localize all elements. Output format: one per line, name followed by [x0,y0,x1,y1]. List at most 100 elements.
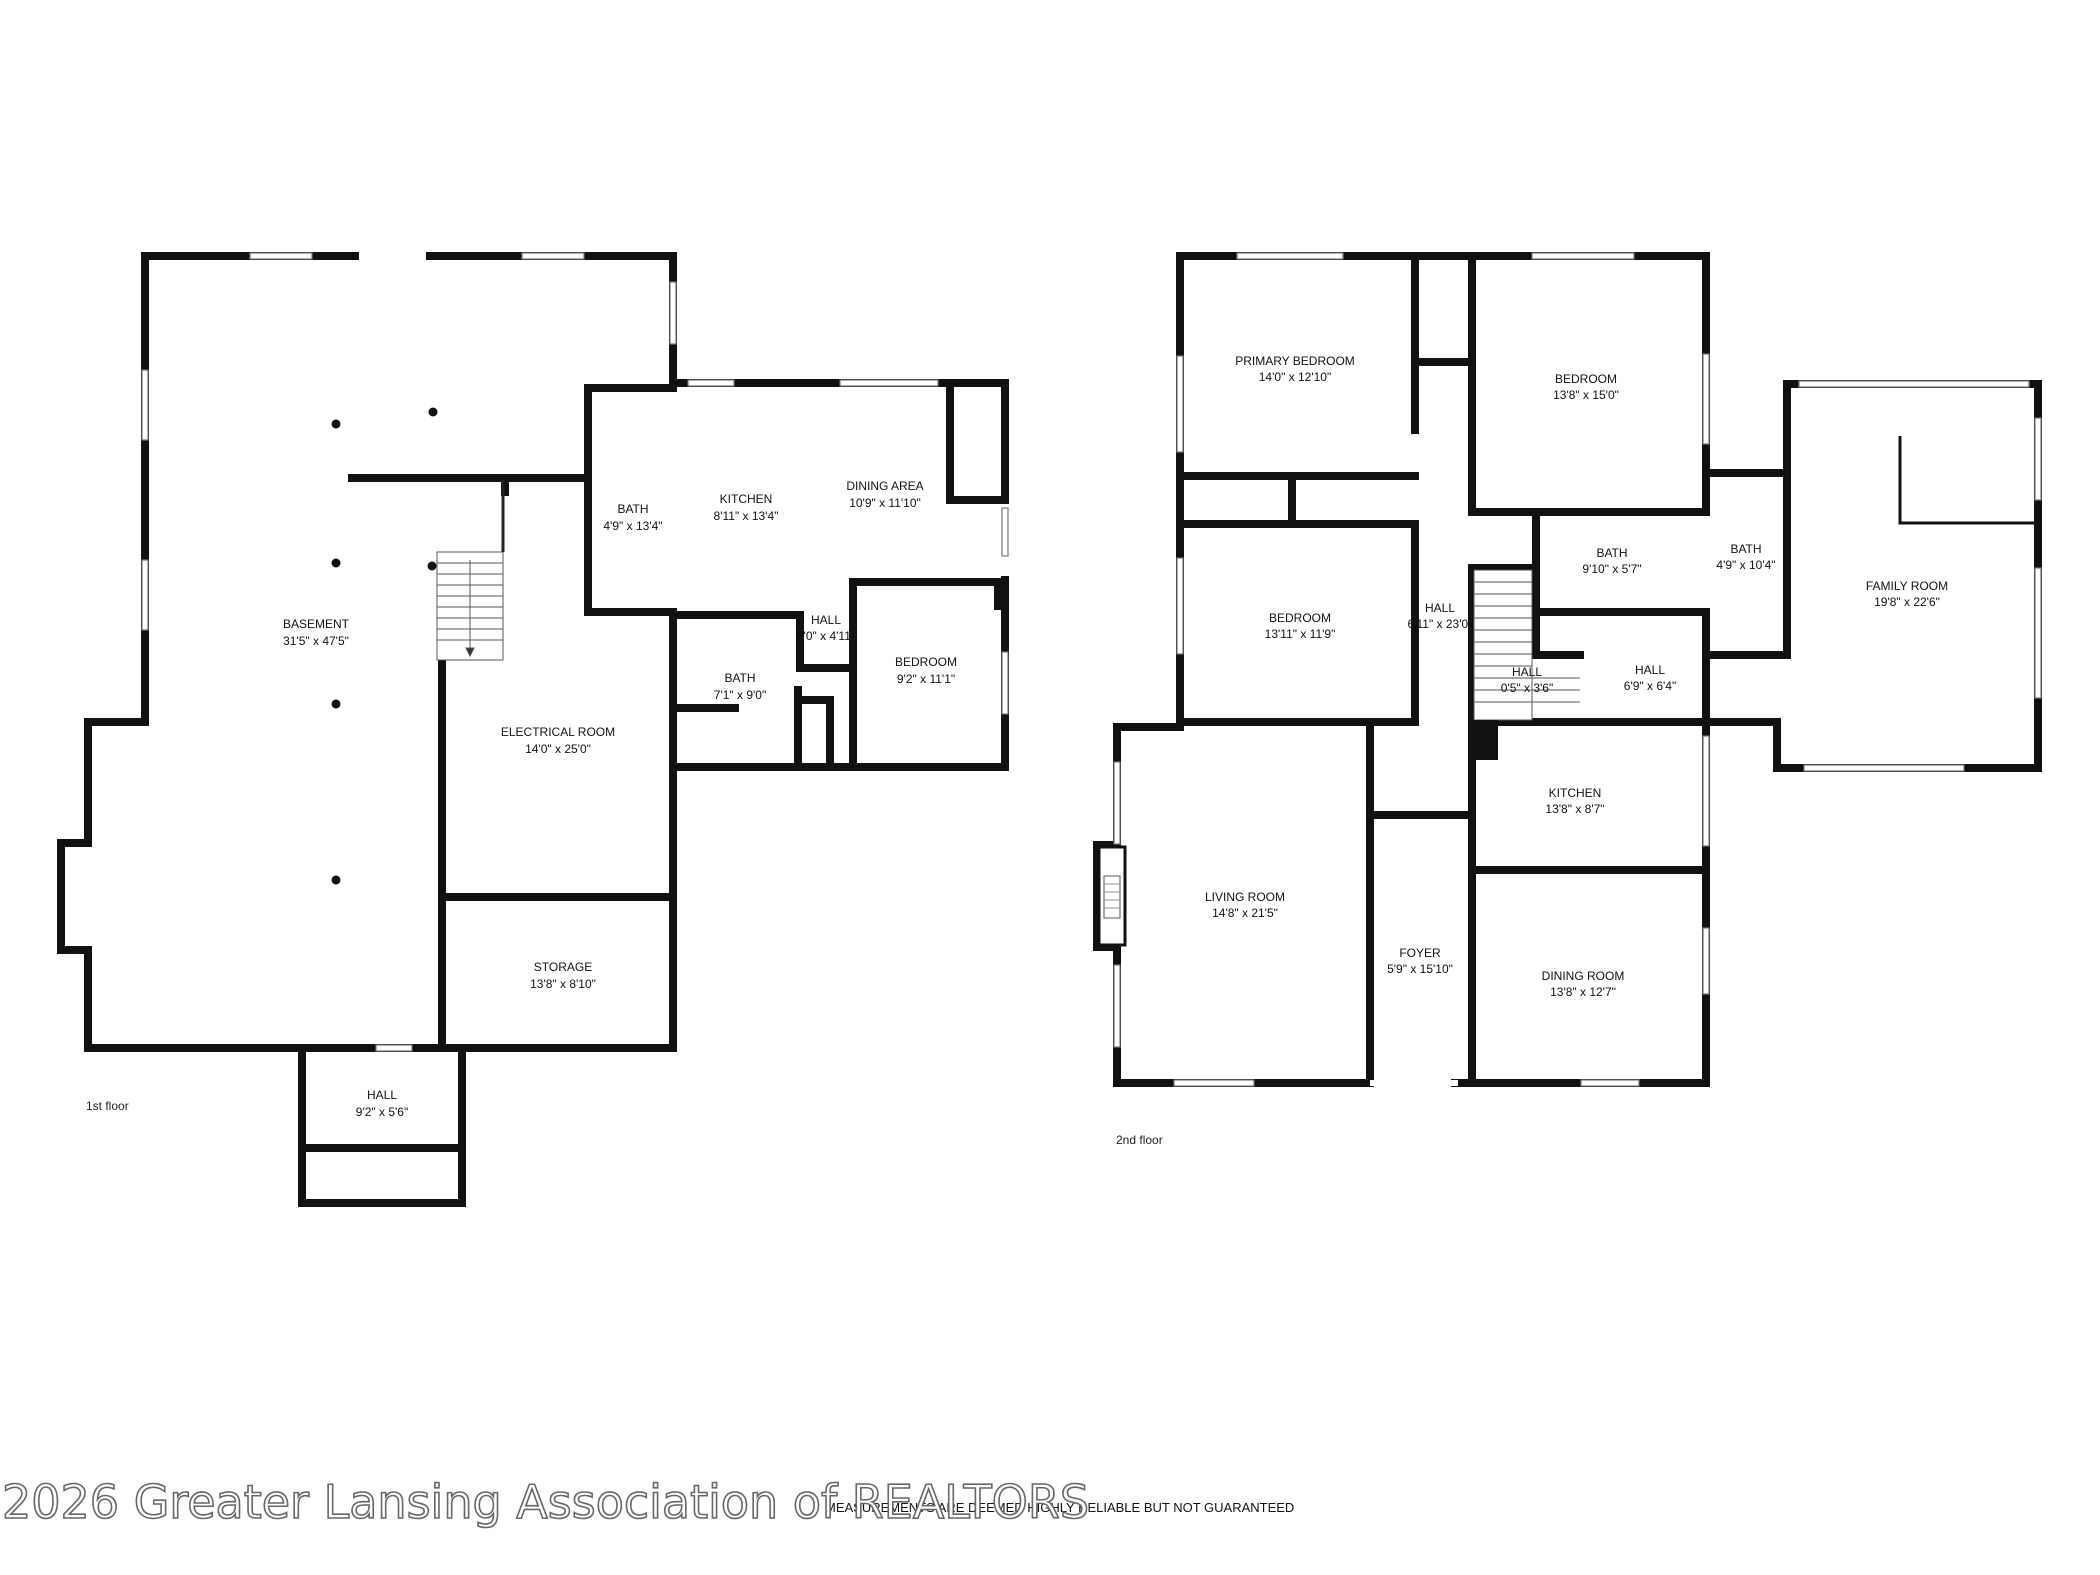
window [375,1044,413,1052]
chimney-block [1470,720,1498,760]
living-room-wall [1093,723,1374,1087]
room-name-dining-room: DINING ROOM [1542,969,1625,983]
window [1580,1079,1640,1087]
room-dims-electrical-room: 14'0" x 25'0" [525,742,591,756]
hall-wall [298,1044,466,1207]
room-dims-dining-room: 13'8" x 12'7" [1550,985,1616,999]
window [1173,1079,1255,1087]
room-name-dining-area: DINING AREA [846,479,923,493]
window [1001,651,1009,715]
window [1531,252,1635,260]
room-name-hall: HALL [367,1088,397,1102]
window [669,281,677,345]
room-dims-hall: 0'5" x 3'6" [1501,681,1553,695]
window [1803,764,1965,772]
first-floor-plan [57,252,1009,1207]
second-floor-plan [1093,252,2042,1087]
window [141,559,149,631]
room-name-basement: BASEMENT [283,617,350,631]
window [1702,927,1710,995]
first-floor-windows [141,252,1009,1052]
room-dims-living-room: 14'8" x 21'5" [1212,906,1278,920]
floor-label-2nd: 2nd floor [1116,1133,1163,1147]
room-name-kitchen: KITCHEN [1549,786,1602,800]
first-floor-labels: BASEMENT 31'5" x 47'5" BATH 4'9" x 13'4"… [86,479,957,1119]
room-dims-family-room: 19'8" x 22'6" [1874,595,1940,609]
window [249,252,313,260]
window [1176,557,1184,655]
window [1702,353,1710,445]
room-name-bath: BATH [1730,542,1761,556]
bedroom-wall [1176,520,1419,726]
window [1702,735,1710,847]
basement-wall [57,252,447,1052]
room-name-hall: HALL [811,613,841,627]
room-dims-bedroom: 13'8" x 15'0" [1553,388,1619,402]
window [1113,761,1121,845]
chimney [994,580,1005,610]
room-name-hall: HALL [1425,601,1455,615]
floor-label-1st: 1st floor [86,1099,129,1113]
room-dims-hall: 3'0" x 4'11" [797,629,855,643]
room-dims-hall: 6'11" x 23'0" [1408,617,1473,631]
bath-wall [1702,469,1791,659]
fireplace [1097,845,1127,947]
room-dims-bath: 9'10" x 5'7" [1582,562,1641,576]
bedroom-wall [1468,469,1710,516]
first-floor-details [331,407,1005,885]
room-dims-bath: 4'9" x 13'4" [603,519,662,533]
support-posts [331,407,438,885]
room-dims-storage: 13'8" x 8'10" [530,977,596,991]
window [521,252,585,260]
room-dims-hall: 6'9" x 6'4" [1624,679,1676,693]
room-dims-bath: 4'9" x 10'4" [1716,558,1775,572]
room-dims-bedroom: 9'2" x 11'1" [897,672,955,686]
room-dims-basement: 31'5" x 47'5" [283,634,349,648]
window [1236,252,1344,260]
room-name-bath: BATH [617,502,648,516]
room-name-family-room: FAMILY ROOM [1866,579,1948,593]
measurement-disclaimer: MEASUREMENTS ARE DEEMED HIGHLY RELIABLE … [825,1500,1294,1515]
room-dims-kitchen: 8'11" x 13'4" [714,509,779,523]
window [141,369,149,441]
room-name-hall: HALL [1635,663,1665,677]
family-room-wall [1702,380,2042,772]
window [1001,507,1009,557]
second-floor-windows [1113,252,2042,1087]
room-dims-primary-bedroom: 14'0" x 12'10" [1259,370,1332,384]
window [1113,964,1121,1048]
room-name-living-room: LIVING ROOM [1205,890,1285,904]
window [1176,355,1184,453]
room-name-electrical-room: ELECTRICAL ROOM [501,725,615,739]
room-name-kitchen: KITCHEN [720,492,773,506]
room-name-bedroom: BEDROOM [895,655,957,669]
bath-wall [584,384,677,616]
room-name-primary-bedroom: PRIMARY BEDROOM [1235,354,1355,368]
window [1798,380,2030,388]
room-dims-bedroom: 13'11" x 11'9" [1265,627,1336,641]
window [839,379,939,387]
staircase [436,551,504,661]
room-dims-bath: 7'1" x 9'0" [714,688,766,702]
room-dims-hall: 9'2" x 5'6" [356,1105,408,1119]
room-name-bath: BATH [724,671,755,685]
room-dims-kitchen: 13'8" x 8'7" [1545,802,1604,816]
entry-doorway [1370,1080,1458,1086]
window [2034,567,2042,699]
second-floor-labels: PRIMARY BEDROOM 14'0" x 12'10" BEDROOM 1… [1116,354,1948,1147]
staircase [1473,569,1580,721]
room-name-bedroom: BEDROOM [1269,611,1331,625]
family-room-built-in [1898,436,2035,525]
window [687,379,735,387]
second-floor-details [1097,569,1580,947]
room-dims-foyer: 5'9" x 15'10" [1387,962,1453,976]
bedroom-wall [849,578,1009,771]
hall-partition [796,611,857,672]
room-name-bath: BATH [1596,546,1627,560]
room-name-foyer: FOYER [1399,946,1441,960]
window [2034,417,2042,501]
room-dims-dining-area: 10'9" x 11'10" [849,496,921,510]
room-name-bedroom: BEDROOM [1555,372,1617,386]
